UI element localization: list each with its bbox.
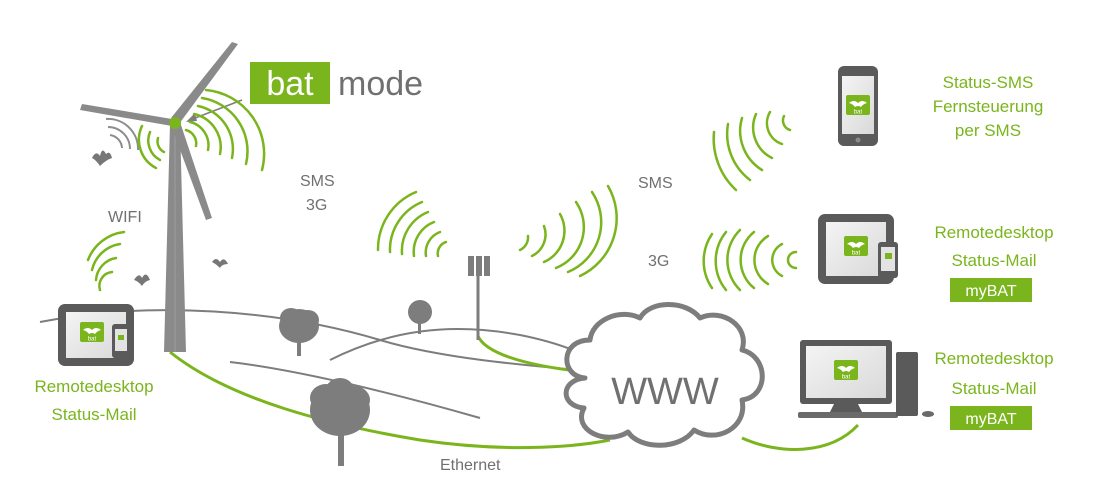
tree-icon [408,300,432,334]
mybat-badge-text: myBAT [965,411,1016,428]
mybat-badge [950,278,1032,302]
bat-icon [92,150,228,286]
3g-label-left: 3G [306,197,327,214]
3g-label-right: 3G [648,253,669,270]
smartphone-icon [838,66,878,146]
ethernet-cables [169,335,860,451]
sms-label-left: SMS [300,173,335,190]
tree-icon [279,308,319,356]
svg-text:Remotedesktop: Remotedesktop [934,349,1053,368]
svg-text:Status-Mail: Status-Mail [951,251,1036,270]
mybat-badge [950,406,1032,430]
mast-right-arcs [518,184,618,278]
desktop-computer-icon [798,340,934,418]
tree-icon [310,378,370,466]
desktop-caption: Remotedesktop Status-Mail myBAT [934,349,1054,430]
wind-turbine [80,42,238,352]
batmode-logo: bat mode [250,62,423,104]
wifi-label: WIFI [108,209,142,226]
tablet-left-caption: Remotedesktop Status-Mail [34,377,153,424]
bat-logo-text: bat [266,65,314,103]
cell-tower [468,256,490,340]
mybat-badge-text: myBAT [965,283,1016,300]
tablet-caption: Remotedesktop Status-Mail myBAT [934,223,1054,302]
svg-text:Status-SMS: Status-SMS [943,73,1034,92]
phone-signal-arcs [712,110,792,192]
mast-left-arcs [376,190,448,258]
logo-pointer-arrow [186,99,243,122]
svg-text:Fernsteuerung: Fernsteuerung [933,97,1044,116]
tablet-signal-arcs [702,228,798,292]
tablet-icon [58,304,134,366]
wifi-signal-arcs [86,230,126,292]
svg-text:Status-Mail: Status-Mail [51,405,136,424]
bat-logo-box [250,62,330,104]
www-label: WWW [611,371,719,413]
sms-label-right: SMS [638,175,673,192]
svg-text:Status-Mail: Status-Mail [951,379,1036,398]
phone-caption: Status-SMS Fernsteuerung per SMS [933,73,1044,140]
svg-text:Remotedesktop: Remotedesktop [34,377,153,396]
svg-text:per SMS: per SMS [955,121,1021,140]
cloud-icon: WWW [563,302,765,448]
bat-sound-arcs [105,117,140,151]
ethernet-label: Ethernet [440,457,501,474]
tablet-icon [818,214,898,284]
mode-logo-text: mode [338,65,423,103]
svg-text:Remotedesktop: Remotedesktop [934,223,1053,242]
turbine-signal-arcs [137,88,266,172]
